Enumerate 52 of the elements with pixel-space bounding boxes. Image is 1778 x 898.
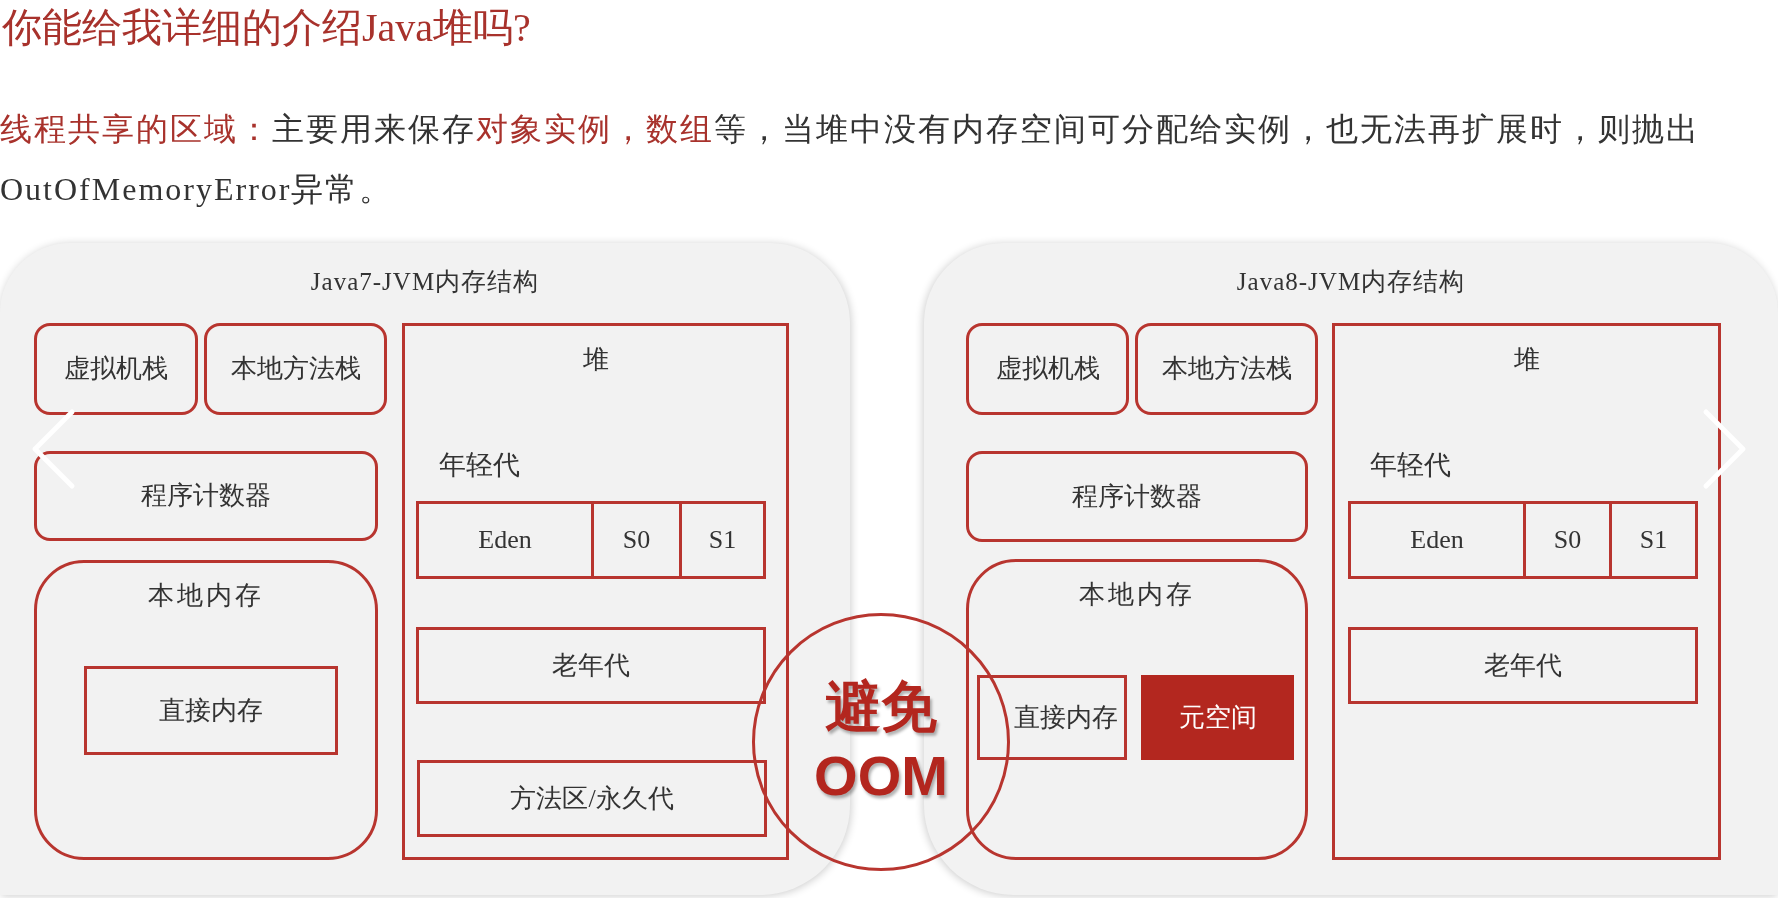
panel-title: Java7-JVM内存结构 xyxy=(310,267,540,297)
region-label: S0 xyxy=(1553,524,1582,556)
memory-region-box xyxy=(416,501,594,579)
memory-region-box xyxy=(417,760,767,837)
memory-region-box xyxy=(416,627,766,704)
region-label: Eden xyxy=(478,524,532,556)
region-label: 本地方法栈 xyxy=(1161,353,1292,385)
memory-region-box xyxy=(1348,627,1698,704)
memory-region-box xyxy=(679,501,766,579)
region-label: 直接内存 xyxy=(159,694,263,727)
memory-region-box xyxy=(1609,501,1698,579)
heap-box xyxy=(402,323,789,860)
description-text: 线程共享的区域：主要用来保存对象实例，数组等，当堆中没有内存空间可分配给实例，也无法再扩展时，则抛出OutOfMemoryError异常。 xyxy=(0,110,1701,209)
page-title: 你能给我详细的介绍Java堆吗? xyxy=(2,4,531,52)
region-heading: 堆 xyxy=(1513,344,1540,376)
region-heading: 本地内存 xyxy=(148,580,264,612)
memory-region-box xyxy=(1135,323,1318,415)
region-label: 程序计数器 xyxy=(141,480,271,512)
region-label: 虚拟机栈 xyxy=(64,353,168,385)
memory-region-box xyxy=(966,451,1308,542)
region-label: S1 xyxy=(1639,524,1668,556)
memory-region-box xyxy=(591,501,682,579)
memory-region-box xyxy=(1141,675,1294,760)
group-label: 年轻代 xyxy=(1370,449,1451,481)
region-label: 直接内存 xyxy=(1014,701,1118,734)
region-heading: 堆 xyxy=(582,344,609,376)
memory-region-box xyxy=(204,323,387,415)
memory-region-box xyxy=(84,666,338,755)
memory-region-box xyxy=(1348,501,1526,579)
region-label: S1 xyxy=(708,524,737,556)
memory-region-box xyxy=(966,559,1308,860)
region-label: 本地方法栈 xyxy=(230,353,361,385)
memory-region-box xyxy=(34,451,378,541)
region-label: 老年代 xyxy=(552,649,630,682)
memory-region-box xyxy=(34,323,198,415)
memory-region-box xyxy=(34,560,378,860)
memory-region-box xyxy=(966,323,1129,415)
region-label: Eden xyxy=(1410,524,1464,556)
memory-region-box xyxy=(1523,501,1612,579)
heap-box xyxy=(1332,323,1721,860)
region-label: S0 xyxy=(622,524,651,556)
region-label: 元空间 xyxy=(1178,701,1257,734)
callout-text: OOM xyxy=(814,743,948,809)
group-label: 年轻代 xyxy=(439,449,520,481)
region-label: 程序计数器 xyxy=(1072,480,1202,513)
memory-region-box xyxy=(977,675,1127,760)
region-heading: 本地内存 xyxy=(1079,579,1195,611)
region-label: 老年代 xyxy=(1484,649,1562,682)
callout-text: 避免 xyxy=(825,675,937,740)
region-label: 方法区/永久代 xyxy=(510,782,674,815)
region-label: 虚拟机栈 xyxy=(995,353,1100,385)
panel-title: Java8-JVM内存结构 xyxy=(1236,267,1466,297)
